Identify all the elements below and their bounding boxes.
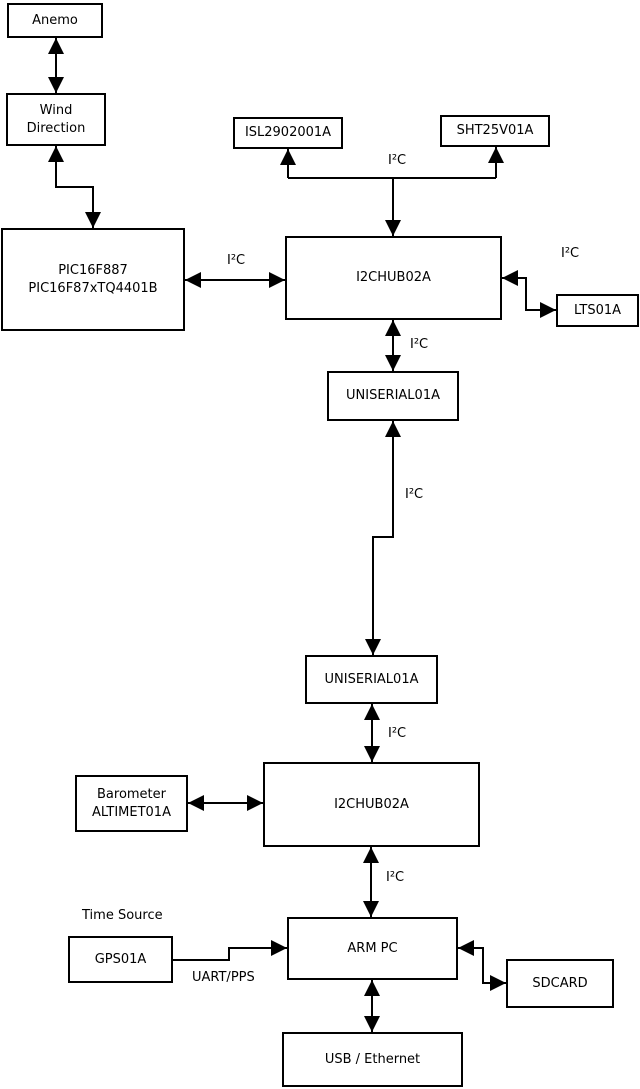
connector-uniserial-link [372,421,394,655]
arrowhead-up-anemo [48,38,64,54]
node-label: UNISERIAL01A [346,388,440,404]
edge-label-time-source: Time Source [82,908,163,923]
arrowhead-left-pic [185,272,201,288]
node-gps01a: GPS01A [68,936,173,983]
arrowhead-left-barometer [188,795,204,811]
arrowhead-up-wind-bottom [48,146,64,162]
node-uniserial01a-2: UNISERIAL01A [305,655,438,704]
node-label-line2: Direction [26,120,86,136]
arrowhead-up-hub1-bottom [385,320,401,336]
connector-wind-pic [55,146,94,228]
node-usb-ethernet: USB / Ethernet [282,1032,463,1087]
arrowhead-up-armpc-bottom [364,980,380,996]
arrowhead-down-uniserial2-top [365,639,381,655]
arrowhead-down-wind [48,77,64,93]
edge-label-i2c-pic-hub: I²C [227,253,246,268]
arrowhead-right-lts [540,302,556,318]
node-label-line1: Wind [39,102,73,118]
arrowhead-up-isl [280,149,296,165]
arrowhead-right-hub2-left [247,795,263,811]
node-sdcard: SDCARD [506,959,614,1008]
connector-armpc-sdcard [458,947,506,984]
node-label: I2CHUB02A [334,796,409,812]
arrowhead-down-armpc-top [363,901,379,917]
arrowhead-up-sht [488,147,504,163]
edge-label-uart-pps: UART/PPS [192,970,255,985]
node-label: I2CHUB02A [356,270,431,286]
node-label: LTS01A [573,302,622,318]
node-label: UNISERIAL01A [324,671,419,687]
node-label: GPS01A [94,951,147,967]
edge-label-i2c-hub1-uniserial1: I²C [410,337,429,352]
edge-label-i2c-hub2-armpc: I²C [386,870,405,885]
edge-label-i2c-uniserial-link: I²C [405,487,424,502]
arrowhead-up-hub2-bottom [363,847,379,863]
arrowhead-down-hub1-top [385,220,401,236]
arrowhead-down-usb-top [364,1016,380,1032]
arrowhead-down-uniserial1-top [385,355,401,371]
arrowhead-right-hub1 [269,272,285,288]
arrowhead-left-armpc-right [458,940,474,956]
edge-label-i2c-uniserial2-hub2: I²C [388,726,407,741]
node-sht25v01a: SHT25V01A [440,115,550,147]
arrowhead-left-hub1-right [502,270,518,286]
node-arm-pc: ARM PC [287,917,458,980]
arrowhead-down-hub2-top [364,746,380,762]
node-pic16f887: PIC16F887 PIC16F87xTQ4401B [1,228,185,331]
node-label: ARM PC [347,940,398,956]
node-label-line1: PIC16F887 [58,262,128,278]
node-barometer-altimet01a: Barometer ALTIMET01A [75,775,188,832]
node-label: USB / Ethernet [324,1051,421,1067]
node-isl2902001a: ISL2902001A [233,117,343,149]
node-i2chub02a-1: I2CHUB02A [285,236,502,320]
arrowhead-up-uniserial2-bottom [364,704,380,720]
node-label-line2: ALTIMET01A [92,804,171,820]
node-label: SDCARD [532,975,588,991]
arrowhead-right-sdcard [490,975,506,991]
node-label: Anemo [32,12,78,28]
node-wind-direction: Wind Direction [6,93,106,146]
node-label: ISL2902001A [244,125,332,141]
connector-hub1-lts [502,277,556,311]
node-label-line1: Barometer [97,786,166,802]
arrowhead-right-armpc-left [271,940,287,956]
arrowhead-up-uniserial1-bottom [385,421,401,437]
node-uniserial01a-1: UNISERIAL01A [327,371,459,421]
connector-gps-armpc [173,947,287,961]
edge-label-i2c-sensors: I²C [388,153,407,168]
node-anemo: Anemo [7,3,103,38]
arrowhead-down-pic-top [85,212,101,228]
node-label: SHT25V01A [456,123,534,139]
node-i2chub02a-2: I2CHUB02A [263,762,480,847]
edge-label-i2c-lts: I²C [561,246,580,261]
node-lts01a: LTS01A [556,294,639,327]
node-label-line2: PIC16F87xTQ4401B [28,280,158,296]
